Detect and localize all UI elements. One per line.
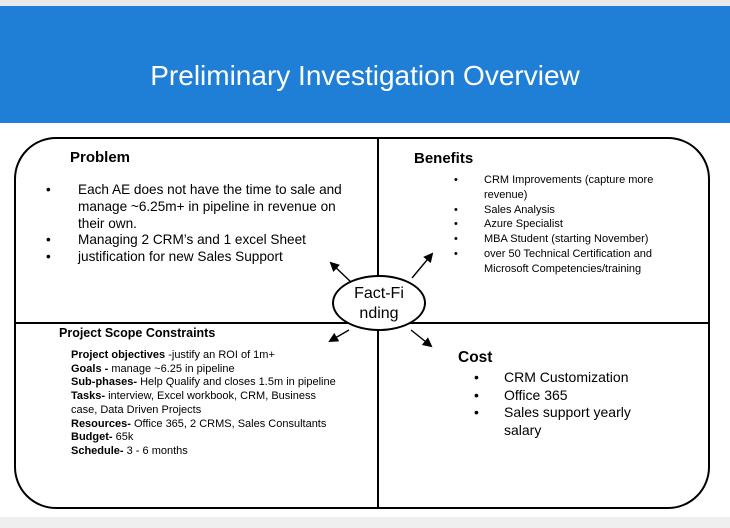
problem-item: justification for new Sales Support <box>46 249 348 266</box>
scope-text: Office 365, 2 CRMS, Sales Consultants <box>130 417 327 430</box>
cost-heading: Cost <box>458 349 493 366</box>
benefit-item: CRM Improvements (capture more revenue) <box>454 173 669 203</box>
scope-heading: Project Scope Constraints <box>59 326 216 340</box>
scope-text: -justify an ROI of 1m+ <box>165 349 275 361</box>
problem-heading: Problem <box>70 149 131 166</box>
scope-label: Project objectives <box>71 349 166 361</box>
quadrant-frame <box>14 137 710 509</box>
scope-label: Schedule- <box>71 444 124 457</box>
title-banner: Preliminary Investigation Overview <box>0 6 730 123</box>
benefit-item: Sales Analysis <box>454 203 669 218</box>
scope-label: Sub-phases- <box>71 376 138 389</box>
scope-label: Goals - <box>71 362 109 375</box>
scope-text: 65k <box>112 431 134 444</box>
benefit-item: MBA Student (starting November) <box>454 232 669 247</box>
scope-label: Tasks- <box>71 390 106 403</box>
problem-item: Managing 2 CRM’s and 1 excel Sheet <box>46 232 348 249</box>
cost-item: Office 365 <box>474 387 634 405</box>
scope-row: Project objectives -justify an ROI of 1m… <box>71 349 341 363</box>
scope-text: Help Qualify and closes 1.5m in pipeline <box>137 376 336 389</box>
scope-text: 3 - 6 months <box>123 444 188 457</box>
slide-title: Preliminary Investigation Overview <box>150 60 580 91</box>
scope-row: Tasks- interview, Excel workbook, CRM, B… <box>71 390 341 417</box>
problem-item: Each AE does not have the time to sale a… <box>46 182 348 232</box>
benefits-heading: Benefits <box>414 150 474 167</box>
cost-list: CRM Customization Office 365 Sales suppo… <box>474 369 634 440</box>
benefit-item: Azure Specialist <box>454 217 669 232</box>
cost-item: Sales support yearly salary <box>474 404 634 439</box>
scope-row: Sub-phases- Help Qualify and closes 1.5m… <box>71 376 341 390</box>
bottom-border <box>0 517 730 528</box>
cost-item: CRM Customization <box>474 369 634 387</box>
oval-line-1: Fact-Fi <box>354 285 404 302</box>
scope-label: Resources- <box>71 417 131 430</box>
scope-text: manage ~6.25 in pipeline <box>108 362 235 375</box>
scope-label: Budget- <box>71 431 113 444</box>
scope-text: interview, Excel workbook, CRM, Business… <box>71 390 316 416</box>
oval-line-2: nding <box>359 305 399 322</box>
fact-finding-oval: Fact-Fi nding <box>332 275 426 331</box>
scope-row: Schedule- 3 - 6 months <box>71 445 341 459</box>
benefit-item: over 50 Technical Certification and Micr… <box>454 247 669 277</box>
scope-row: Budget- 65k <box>71 431 341 445</box>
problem-list: Each AE does not have the time to sale a… <box>46 182 348 266</box>
benefits-list: CRM Improvements (capture more revenue) … <box>454 173 669 277</box>
scope-constraints: Project objectives -justify an ROI of 1m… <box>71 349 341 459</box>
scope-row: Resources- Office 365, 2 CRMS, Sales Con… <box>71 418 341 432</box>
scope-row: Goals - manage ~6.25 in pipeline <box>71 363 341 377</box>
top-border <box>0 0 730 6</box>
